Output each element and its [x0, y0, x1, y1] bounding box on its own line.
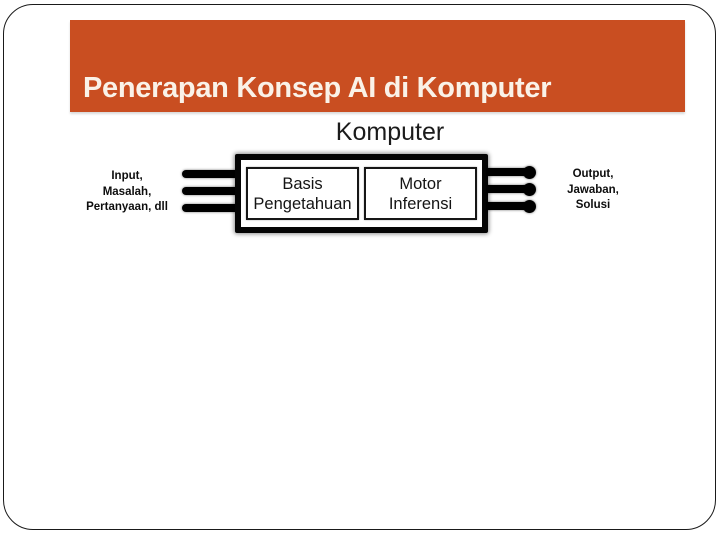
- arrow-bar: [486, 165, 536, 179]
- komputer-box: Basis Pengetahuan Motor Inferensi: [235, 154, 488, 233]
- knowledge-base-box: Basis Pengetahuan: [246, 167, 359, 220]
- arrow-bar: [182, 170, 240, 178]
- slide-frame-border: [3, 4, 716, 530]
- output-arrows: [486, 165, 536, 213]
- slide-title: Penerapan Konsep AI di Komputer: [83, 71, 552, 104]
- arrow-bar: [486, 199, 536, 213]
- arrow-bar: [486, 182, 536, 196]
- input-label: Input, Masalah, Pertanyaan, dll: [86, 170, 168, 213]
- title-band: Penerapan Konsep AI di Komputer: [70, 20, 685, 112]
- arrow-bar: [182, 187, 240, 195]
- input-arrows: [182, 170, 240, 212]
- arrow-bar: [182, 204, 240, 212]
- output-label: Output, Jawaban, Solusi: [567, 168, 619, 211]
- diagram-heading: Komputer: [335, 118, 445, 146]
- inference-engine-box: Motor Inferensi: [364, 167, 477, 220]
